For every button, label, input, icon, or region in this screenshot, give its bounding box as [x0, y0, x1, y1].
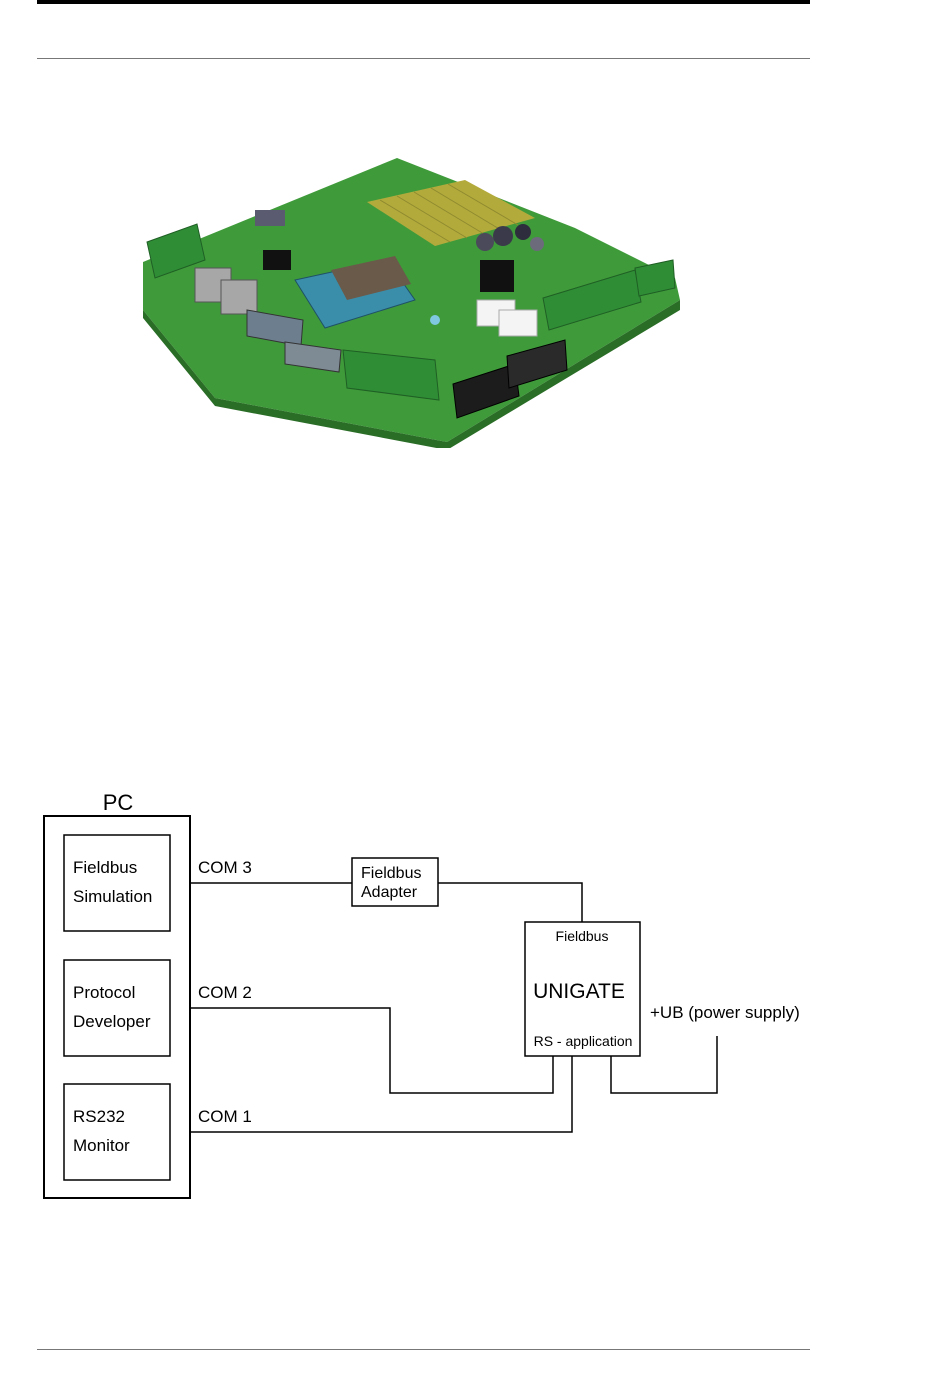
- connection-diagram: PC Fieldbus Simulation Protocol Develope…: [0, 770, 950, 1220]
- com3-label: COM 3: [198, 858, 252, 877]
- unigate-name: UNIGATE: [533, 980, 625, 1003]
- unigate-fieldbus-label: Fieldbus: [556, 928, 609, 944]
- adapter-label: Adapter: [361, 884, 418, 901]
- module-label: Protocol: [73, 983, 135, 1002]
- module-label: Simulation: [73, 887, 152, 906]
- module-label: Monitor: [73, 1136, 130, 1155]
- rs232-monitor-box: [64, 1084, 170, 1180]
- module-label: Fieldbus: [73, 858, 137, 877]
- power-supply-label: +UB (power supply): [650, 1003, 800, 1022]
- header-rule: [37, 0, 810, 4]
- evaluation-board-photo: [135, 150, 680, 448]
- footer-divider: [37, 1349, 810, 1350]
- module-label: Developer: [73, 1012, 151, 1031]
- ethernet-jack: [221, 280, 257, 314]
- adapter-label: Fieldbus: [361, 865, 421, 882]
- protocol-developer-box: [64, 960, 170, 1056]
- pc-title: PC: [103, 790, 134, 815]
- header-divider: [37, 58, 810, 59]
- com2-label: COM 2: [198, 983, 252, 1002]
- com1-label: COM 1: [198, 1107, 252, 1126]
- unigate-rs-label: RS - application: [534, 1033, 633, 1049]
- fieldbus-line: [438, 883, 582, 922]
- relay: [499, 310, 537, 336]
- com2-line: [190, 1008, 553, 1093]
- module-label: RS232: [73, 1107, 125, 1126]
- fieldbus-simulation-box: [64, 835, 170, 931]
